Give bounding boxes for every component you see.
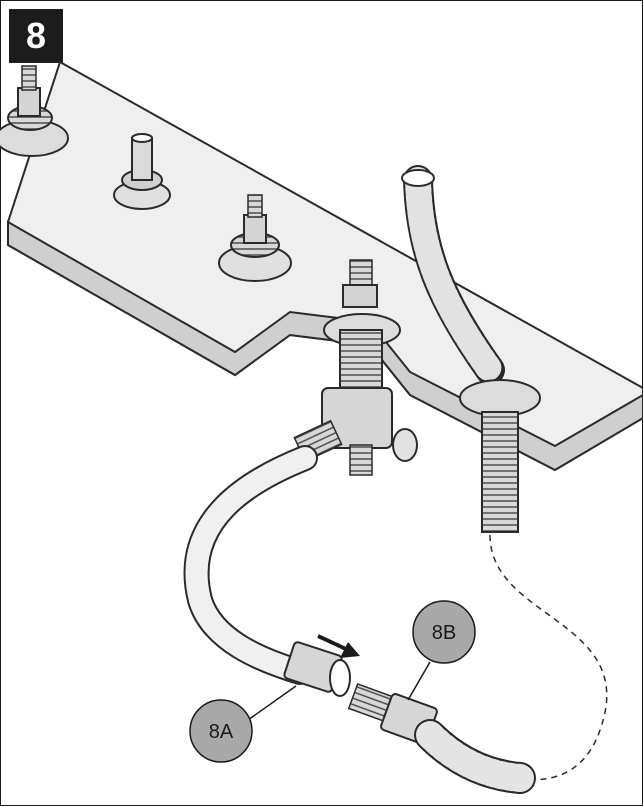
supply-hose [183, 445, 318, 685]
spout-shank [113, 133, 171, 210]
hose-end-8b [347, 682, 536, 794]
step-number-badge: 8 [9, 9, 63, 63]
callout-8b: 8B [407, 600, 476, 701]
diverter-valve-body [293, 259, 418, 476]
hand-shower-hose-upper [401, 165, 541, 533]
connect-direction-arrow [317, 634, 360, 658]
callout-8a-label: 8A [209, 721, 234, 743]
left-valve-stem [0, 65, 69, 157]
callout-8b-label: 8B [432, 622, 456, 644]
middle-valve-stem [218, 194, 292, 282]
hose-connector-8a [283, 641, 351, 697]
hose-hidden-path [469, 534, 608, 781]
callout-8a: 8A [189, 685, 297, 763]
